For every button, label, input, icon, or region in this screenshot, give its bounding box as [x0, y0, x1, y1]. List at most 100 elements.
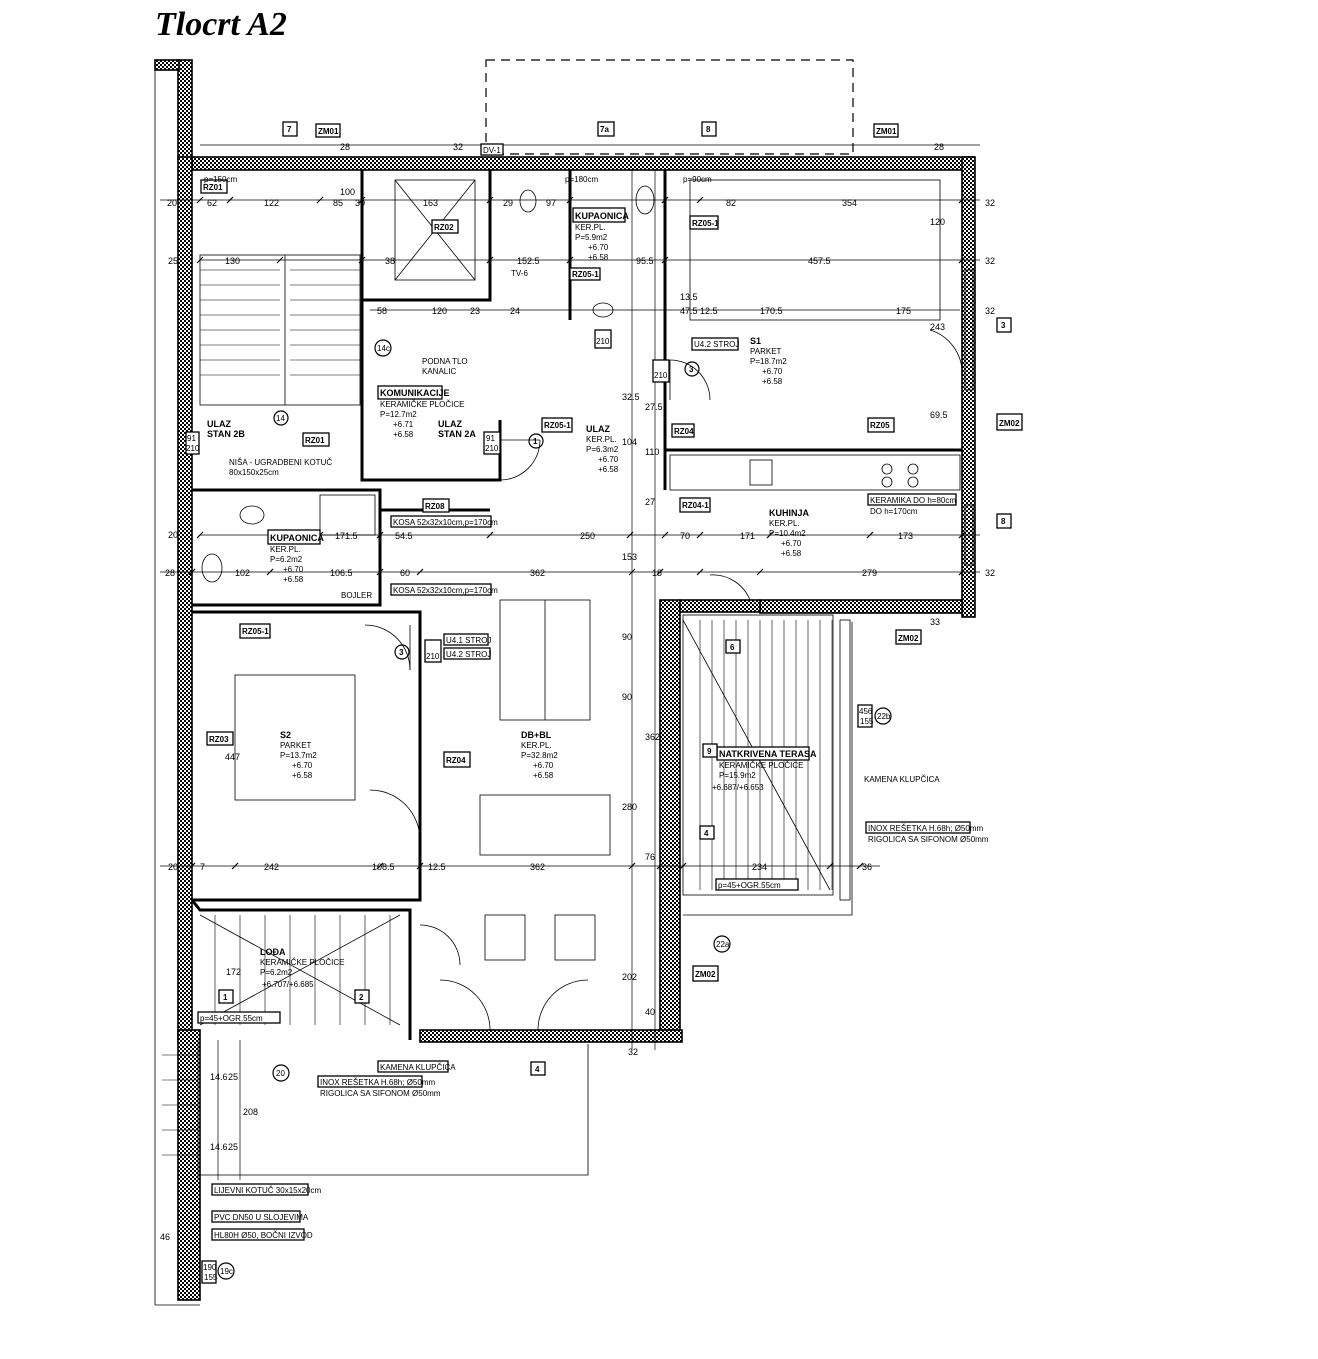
dim: 25	[228, 1072, 238, 1082]
dim: 70	[680, 531, 690, 541]
room-area: P=6.3m2	[586, 445, 619, 454]
ref-number: 190	[203, 1263, 217, 1272]
dim: 122	[264, 198, 279, 208]
room-floor: KERAMIČKE PLOČICE	[719, 761, 803, 770]
ref-number: 155	[860, 717, 874, 726]
dim: 36	[862, 862, 872, 872]
ref-number: 3	[1001, 321, 1006, 330]
dim: 30	[355, 198, 365, 208]
dim: 14.6	[210, 1072, 228, 1082]
room-floor: PARKET	[750, 347, 782, 356]
partition-lodja	[190, 899, 412, 1040]
ref-number: 2	[359, 993, 364, 1002]
ref-number: 210	[186, 444, 200, 453]
wall-left-stub	[177, 59, 193, 159]
dim: 90	[622, 692, 632, 702]
dimension-tick	[626, 531, 634, 539]
tag: ZM02	[898, 634, 919, 643]
dim: 33	[930, 617, 940, 627]
references: 7 7a 8 3 8 6 4 9 1 3 3 14c 14 22b 22a 20…	[185, 121, 1012, 1284]
tag: RZ05	[870, 421, 890, 430]
dimension-tick	[196, 256, 204, 264]
note: p=180cm	[565, 175, 598, 184]
note: NIŠA - UGRADBENI KOTUČ	[229, 458, 332, 467]
dimension-tick	[656, 568, 664, 576]
dim: 27	[645, 497, 655, 507]
room-sub: STAN 2A	[438, 429, 476, 439]
room-level: +6.58	[292, 771, 313, 780]
dim: 32	[453, 142, 463, 152]
dimension-tick	[376, 862, 384, 870]
room-name: ULAZ	[207, 419, 231, 429]
tag: RZ05-1	[242, 627, 269, 636]
dimension-tick	[376, 568, 384, 576]
ref-number: 155	[204, 1273, 218, 1282]
dim: 27.5	[645, 402, 663, 412]
tag: RZ05-1	[692, 219, 719, 228]
dim: 28	[934, 142, 944, 152]
dim: 153	[622, 552, 637, 562]
dim: 102	[235, 568, 250, 578]
dimension-tick	[196, 531, 204, 539]
dimension-lines	[160, 144, 980, 1180]
tag: RZ01	[203, 183, 223, 192]
room-area: P=6.2m2	[260, 968, 293, 977]
room-floor: KER.PL.	[521, 741, 552, 750]
room-name: S2	[280, 730, 291, 740]
note: DO h=170cm	[870, 507, 918, 516]
dimension-tick	[866, 531, 874, 539]
ref-circle: 22b	[877, 712, 891, 721]
dim: 32	[985, 306, 995, 316]
tag: RZ05-1	[572, 270, 599, 279]
note: 80x150x25cm	[229, 468, 279, 477]
room-ulaz-hall: ULAZ KER.PL. P=6.3m2 +6.70 +6.58	[586, 424, 619, 474]
dimension-tick	[226, 196, 234, 204]
room-lodja: LOĐA KERAMIČKE PLOČICE P=6.2m2 +6.707/+6…	[260, 947, 344, 989]
notes: U4.2 STROJ U4.1 STROJ U4.2 STROJ PODNA T…	[197, 143, 989, 1241]
dim: 20	[168, 530, 178, 540]
room-ulaz-2a: ULAZ STAN 2A	[438, 419, 476, 439]
tag: ZM02	[999, 419, 1020, 428]
doors	[364, 329, 963, 1031]
room-floor: KER.PL.	[769, 519, 800, 528]
dim: 208	[243, 1107, 258, 1117]
dimension-tick	[958, 256, 966, 264]
note: LIJEVNI KOTUČ 30x15x20cm	[214, 1186, 321, 1195]
tag: RZ03	[209, 735, 229, 744]
dim: 32	[985, 198, 995, 208]
dim: 20	[168, 862, 178, 872]
dimension-tick	[196, 196, 204, 204]
dimension-tick	[358, 196, 366, 204]
dim: 46	[160, 1232, 170, 1242]
room-s2: S2 PARKET P=13.7m2 +6.70 +6.58	[280, 730, 317, 780]
room-level: +6.70	[283, 565, 304, 574]
note: PODNA TLO	[422, 357, 468, 366]
wall-left-stub2	[154, 59, 180, 71]
dim: 354	[842, 198, 857, 208]
dimension-texts: 20 62 122 85 30 163 29 97 82 354 32 457.…	[160, 142, 995, 1242]
dimension-tick	[958, 531, 966, 539]
dim: 457.5	[808, 256, 831, 266]
dim: 130	[225, 256, 240, 266]
dim: 85	[333, 198, 343, 208]
dim: 120	[432, 306, 447, 316]
dim: 58	[377, 306, 387, 316]
dimension-tick	[661, 531, 669, 539]
dim: 24	[510, 306, 520, 316]
room-floor: KERAMIČKE PLOČICE	[380, 400, 464, 409]
dim: 106.5	[330, 568, 353, 578]
note: p=45+OGR.55cm	[200, 1014, 263, 1023]
room-komunikacije: KOMUNIKACIJE KERAMIČKE PLOČICE P=12.7m2 …	[377, 385, 464, 439]
partition-stair	[360, 170, 492, 302]
tag: RZ04	[446, 756, 466, 765]
stairs	[199, 254, 361, 406]
room-level: +6.58	[283, 575, 304, 584]
room-floor: KER.PL.	[586, 435, 617, 444]
dim: 28	[165, 568, 175, 578]
dim: 13.5	[680, 292, 698, 302]
dimension-tick	[566, 196, 574, 204]
room-name: KUPAONICA	[575, 211, 629, 221]
room-level: +6.58	[781, 549, 802, 558]
note: KAMENA KLUPČICA	[380, 1063, 456, 1072]
dim: 280	[622, 802, 637, 812]
